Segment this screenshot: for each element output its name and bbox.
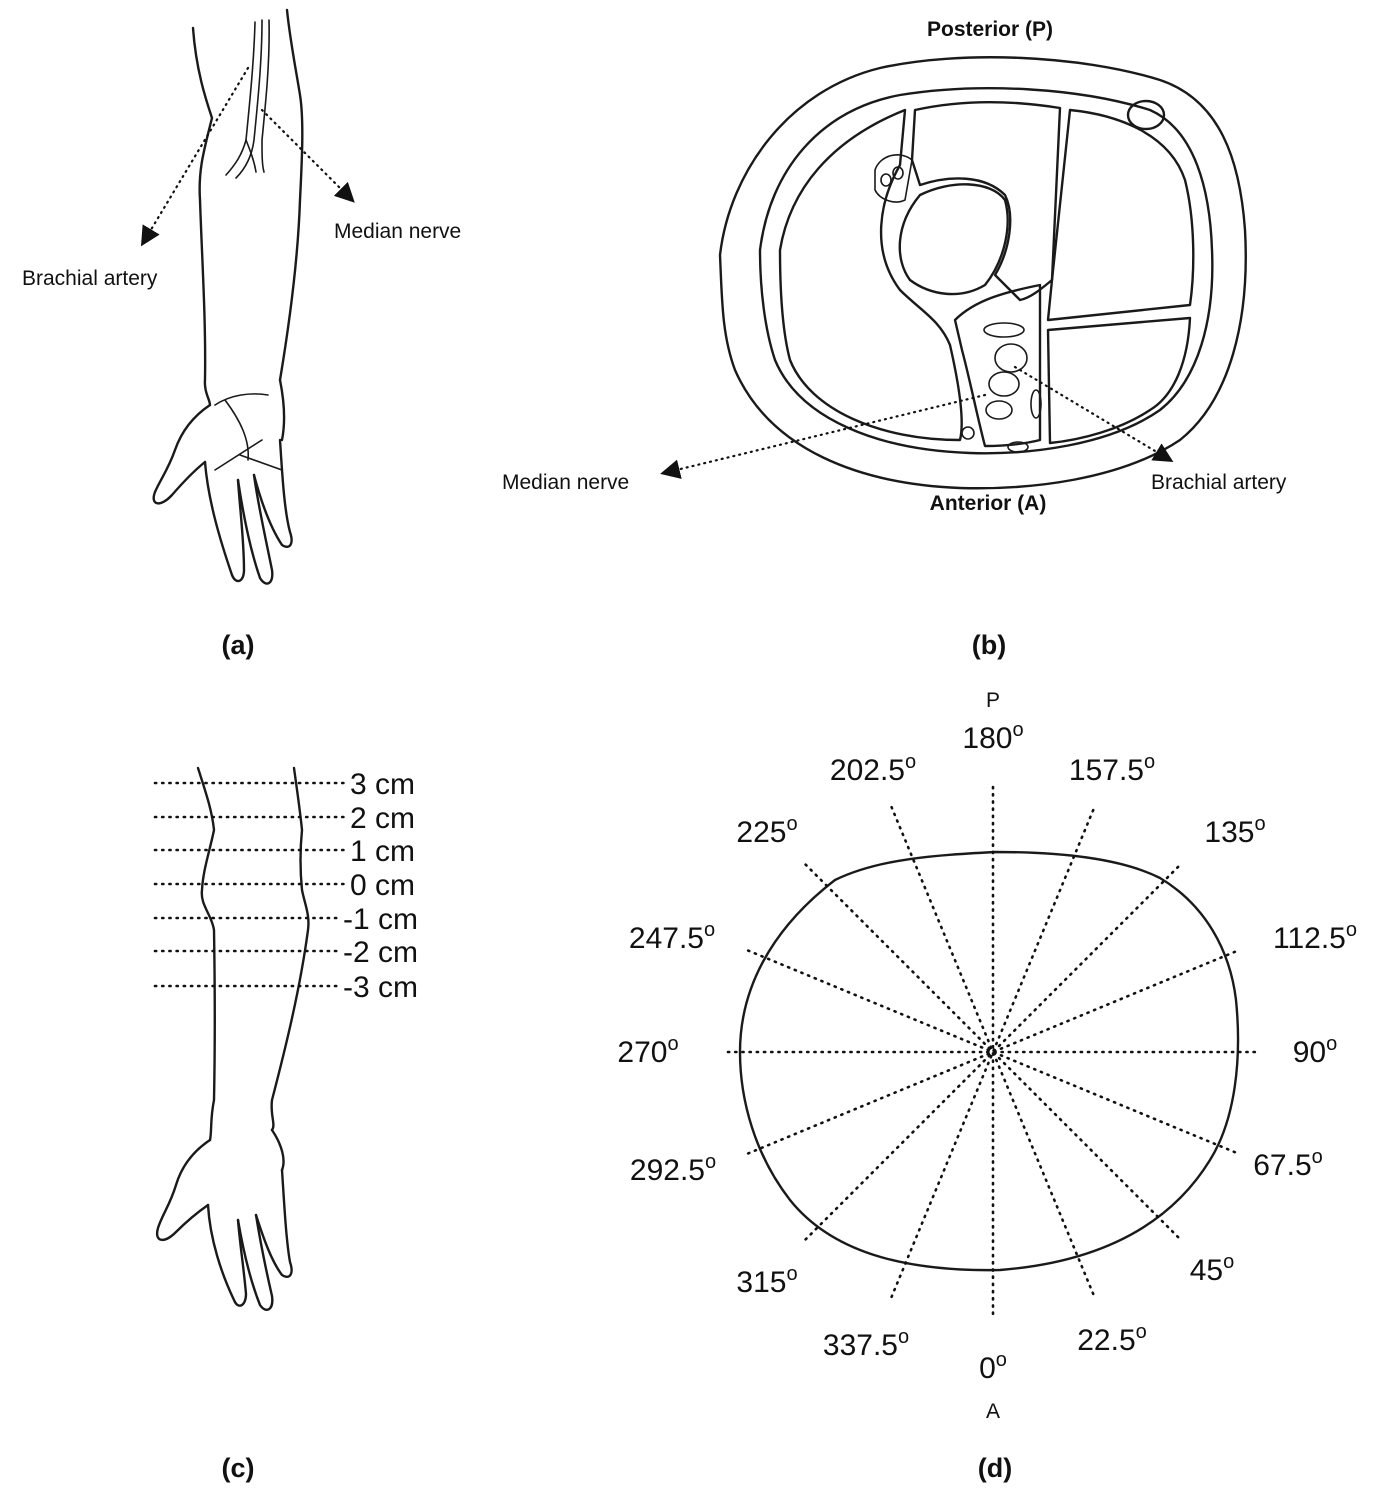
angle-label: 45o (1190, 1251, 1235, 1287)
label-median-nerve-b: Median nerve (502, 471, 629, 494)
level-label: -2 cm (343, 936, 418, 969)
caption-c: (c) (222, 1453, 255, 1483)
angle-label: 180o (962, 719, 1023, 755)
angle-label: 202.5o (830, 751, 916, 787)
angle-spoke (890, 805, 1096, 1299)
panel-b: Posterior (P) Median nerve Brachial arte… (502, 18, 1287, 660)
vessels-a (225, 19, 270, 179)
level-label: -1 cm (343, 903, 418, 936)
pointer-median-a (260, 108, 355, 203)
label-brachial-artery-a: Brachial artery (22, 267, 158, 290)
angle-spoke (804, 863, 1182, 1241)
caption-d: (d) (978, 1453, 1012, 1483)
label-brachial-artery-b: Brachial artery (1151, 471, 1287, 494)
level-label: 1 cm (350, 835, 415, 868)
angle-label: 112.5o (1273, 919, 1357, 955)
arm-outline-a (152, 8, 304, 585)
panel-c: 3 cm 2 cm 1 cm 0 cm -1 cm -2 cm -3 cm (c… (153, 766, 418, 1483)
pointer-median-b (660, 393, 987, 479)
angle-labels: 0o 22.5o 45o 67.5o 90o 112.5o 135o 157.5o 180o 20… (617, 719, 1357, 1385)
angle-label: 67.5o (1253, 1146, 1323, 1182)
angle-label: 22.5o (1077, 1321, 1147, 1357)
level-label: -3 cm (343, 971, 418, 1004)
label-posterior: Posterior (P) (927, 18, 1053, 41)
angle-label: 315o (736, 1263, 797, 1299)
label-median-nerve-a: Median nerve (334, 220, 461, 243)
cross-section-outer (718, 56, 1247, 490)
angle-label: 157.5o (1069, 751, 1155, 787)
angle-spoke (804, 863, 1182, 1241)
angle-spoke (746, 949, 1240, 1155)
angle-label: 337.5o (823, 1326, 909, 1362)
level-label: 2 cm (350, 802, 415, 835)
caption-a: (a) (222, 630, 255, 660)
angle-spoke (890, 805, 1096, 1299)
label-p: P (986, 689, 1000, 712)
angle-label: 135o (1204, 813, 1265, 849)
cross-section-inner (758, 87, 1214, 455)
angle-label: 0o (979, 1349, 1007, 1385)
level-label: 3 cm (350, 768, 415, 801)
angle-label: 225o (736, 813, 797, 849)
section-outline-d (738, 850, 1240, 1272)
panel-d: P A 0o 22.5o 45o 67.5o 90o 112.5o 135o 157.5o 18… (617, 689, 1357, 1483)
label-anterior: Anterior (A) (930, 492, 1047, 515)
angle-label: 270o (617, 1033, 678, 1069)
level-label: 0 cm (350, 869, 415, 902)
angle-label: 292.5o (630, 1151, 716, 1187)
angle-spoke (746, 949, 1240, 1155)
pointer-brachial-b (1013, 365, 1174, 463)
pointer-brachial-a (140, 66, 250, 247)
panel-a: Brachial artery Median nerve (a) (22, 8, 461, 660)
caption-b: (b) (972, 630, 1006, 660)
angle-label: 90o (1293, 1033, 1338, 1069)
cross-section-compartments (778, 99, 1195, 453)
label-a: A (986, 1400, 1000, 1423)
angle-label: 247.5o (629, 919, 715, 955)
arm-outline-c (155, 766, 310, 1311)
level-lines (153, 781, 347, 988)
angle-spokes (726, 785, 1260, 1319)
